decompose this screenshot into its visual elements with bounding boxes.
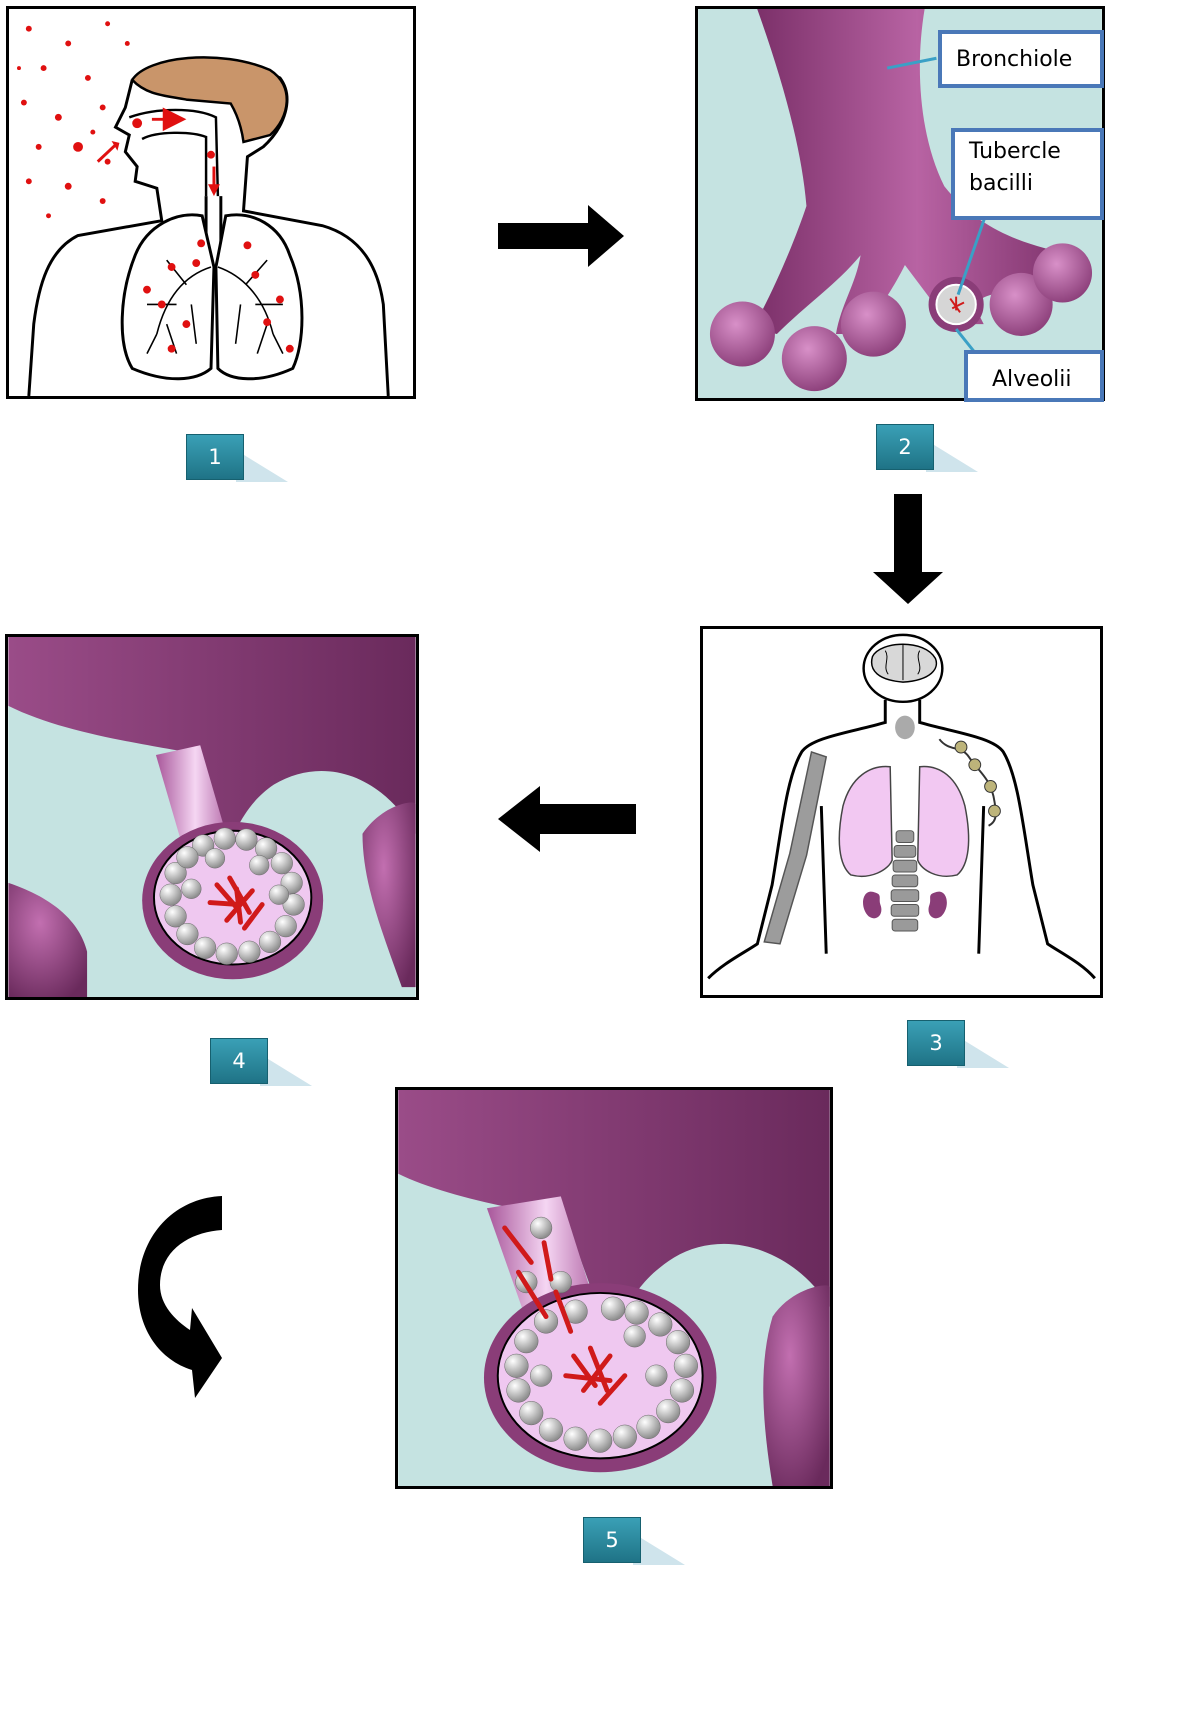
panel-4-infected-alveolus	[5, 634, 419, 1000]
curved-arrow-icon	[130, 1190, 230, 1400]
step-badge-3: 3	[907, 1020, 969, 1066]
step-badge-4: 4	[210, 1038, 272, 1084]
callout-tubercle-bacilli: Tubercle bacilli	[951, 128, 1104, 220]
down-arrow-icon	[873, 494, 943, 604]
panel-1-inhalation	[6, 6, 416, 399]
step-badge-1: 1	[186, 434, 248, 480]
step-badge-2: 2	[876, 424, 938, 470]
callout-bronchiole: Bronchiole	[938, 30, 1104, 88]
callout-alveolii: Alveolii	[964, 350, 1104, 402]
panel-3-body-spread	[700, 626, 1103, 998]
panel-5-bacilli-escaping	[395, 1087, 833, 1489]
left-arrow-icon	[498, 786, 636, 852]
step-badge-5: 5	[583, 1517, 645, 1563]
right-arrow-icon	[498, 205, 624, 267]
